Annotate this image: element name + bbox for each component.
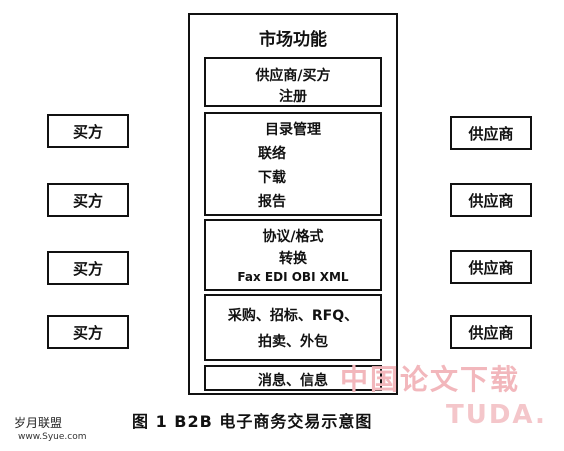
buyer-box-1: 买方 [47, 114, 129, 148]
market-title: 市场功能 [259, 30, 327, 50]
watermark-right: 中国论文下载 [340, 363, 521, 396]
supplier-label: 供应商 [468, 124, 514, 143]
buyer-label: 买方 [72, 191, 103, 210]
section-line: 报告 [258, 194, 286, 210]
watermark-left: 岁月联盟 [14, 416, 63, 430]
supplier-label: 供应商 [468, 191, 514, 210]
registration-section: 供应商/买方 注册 [204, 57, 382, 107]
section-line: 消息、信息 [258, 373, 328, 389]
section-line: 供应商/买方 [255, 68, 331, 84]
section-line: 目录管理 [265, 122, 321, 138]
section-line: 下载 [258, 170, 286, 186]
watermark-left-url: www.Syue.com [18, 432, 87, 442]
supplier-box-2: 供应商 [450, 183, 532, 217]
section-line: 联络 [258, 146, 286, 162]
buyer-box-3: 买方 [47, 251, 129, 285]
supplier-label: 供应商 [468, 258, 514, 277]
buyer-label: 买方 [72, 323, 103, 342]
buyer-box-4: 买方 [47, 315, 129, 349]
procurement-section: 采购、招标、RFQ、 拍卖、外包 [204, 294, 382, 361]
supplier-label: 供应商 [468, 323, 514, 342]
messaging-section: 消息、信息 [204, 365, 382, 391]
buyer-label: 买方 [72, 259, 103, 278]
section-line: 转换 [279, 251, 307, 267]
figure-caption: 图 1 B2B 电子商务交易示意图 [132, 412, 373, 431]
buyer-label: 买方 [72, 122, 103, 141]
watermark-right-url: TUDA. [446, 400, 547, 430]
supplier-box-3: 供应商 [450, 250, 532, 284]
section-line: 协议/格式 [262, 229, 324, 245]
buyer-box-2: 买方 [47, 183, 129, 217]
market-functions-box: 市场功能 供应商/买方 注册 目录管理 联络 下载 报告 协议/格式 转换 Fa… [188, 13, 398, 395]
catalog-management-section: 目录管理 联络 下载 报告 [204, 112, 382, 216]
section-line: 注册 [279, 89, 307, 105]
section-line: 拍卖、外包 [258, 334, 328, 350]
section-line: Fax EDI OBI XML [237, 270, 349, 284]
supplier-box-1: 供应商 [450, 116, 532, 150]
supplier-box-4: 供应商 [450, 315, 532, 349]
section-line: 采购、招标、RFQ、 [227, 308, 359, 324]
protocol-format-section: 协议/格式 转换 Fax EDI OBI XML [204, 219, 382, 291]
